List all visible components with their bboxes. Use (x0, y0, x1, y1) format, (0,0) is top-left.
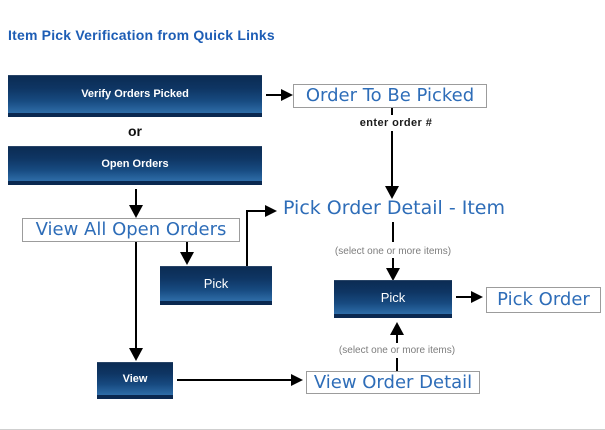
connector-viewall-to-view (135, 242, 137, 349)
order-to-be-picked-box: Order To Be Picked (293, 84, 487, 108)
connector-view-to-vod (177, 379, 292, 381)
pick-order-label: Pick Order (497, 289, 590, 310)
connector-viewall-to-leftpick (186, 242, 188, 253)
select-items-note-bottom: (select one or more items) (338, 345, 456, 356)
arrowhead-up-right-pick (390, 322, 404, 335)
arrowhead-right-pick-order (471, 291, 483, 303)
connector-order-box-tick (391, 108, 393, 115)
view-order-detail-box: View Order Detail (306, 371, 480, 394)
pick-button-right[interactable]: Pick (334, 280, 452, 318)
connector-verify-to-order-box (266, 94, 282, 96)
view-all-open-orders-box: View All Open Orders (22, 218, 240, 242)
arrowhead-down-view (129, 348, 143, 361)
connector-elbow-to-heading (246, 210, 266, 212)
order-to-be-picked-label: Order To Be Picked (305, 85, 475, 106)
pick-button-left-label: Pick (203, 276, 229, 291)
view-button-label: View (122, 372, 148, 385)
pick-order-box: Pick Order (486, 287, 601, 313)
arrowhead-right-heading (265, 205, 277, 217)
enter-order-label: enter order # (359, 117, 433, 129)
view-order-detail-label: View Order Detail (313, 371, 473, 393)
connector-pick-to-pickorder (456, 296, 472, 298)
open-orders-button[interactable]: Open Orders (8, 146, 262, 185)
arrowhead-down-left-pick (180, 252, 194, 265)
connector-open-orders-down (135, 189, 137, 206)
arrowhead-down-view-all (129, 205, 143, 218)
pick-order-detail-item-heading: Pick Order Detail - Item (283, 197, 505, 219)
connector-enter-order-down (391, 131, 393, 187)
connector-leftpick-up (246, 211, 248, 266)
page-title: Item Pick Verification from Quick Links (8, 27, 275, 43)
arrowhead-down-pick-order-detail (385, 186, 399, 199)
pick-button-left[interactable]: Pick (160, 266, 272, 305)
connector-heading-down (392, 222, 394, 242)
or-label: or (128, 123, 142, 139)
connector-up-shaft (396, 334, 398, 343)
pick-button-right-label: Pick (380, 289, 406, 305)
view-button[interactable]: View (97, 362, 173, 399)
view-all-open-orders-label: View All Open Orders (35, 219, 227, 240)
connector-note-down (392, 258, 394, 269)
arrowhead-down-right-pick (386, 268, 400, 281)
verify-orders-picked-button[interactable]: Verify Orders Picked (8, 75, 262, 117)
arrowhead-right-order-box (281, 89, 293, 101)
arrowhead-right-vod (291, 374, 303, 386)
select-items-note-top: (select one or more items) (334, 246, 452, 257)
open-orders-label: Open Orders (101, 157, 169, 170)
connector-vod-up (396, 358, 398, 371)
verify-orders-picked-label: Verify Orders Picked (81, 88, 189, 100)
